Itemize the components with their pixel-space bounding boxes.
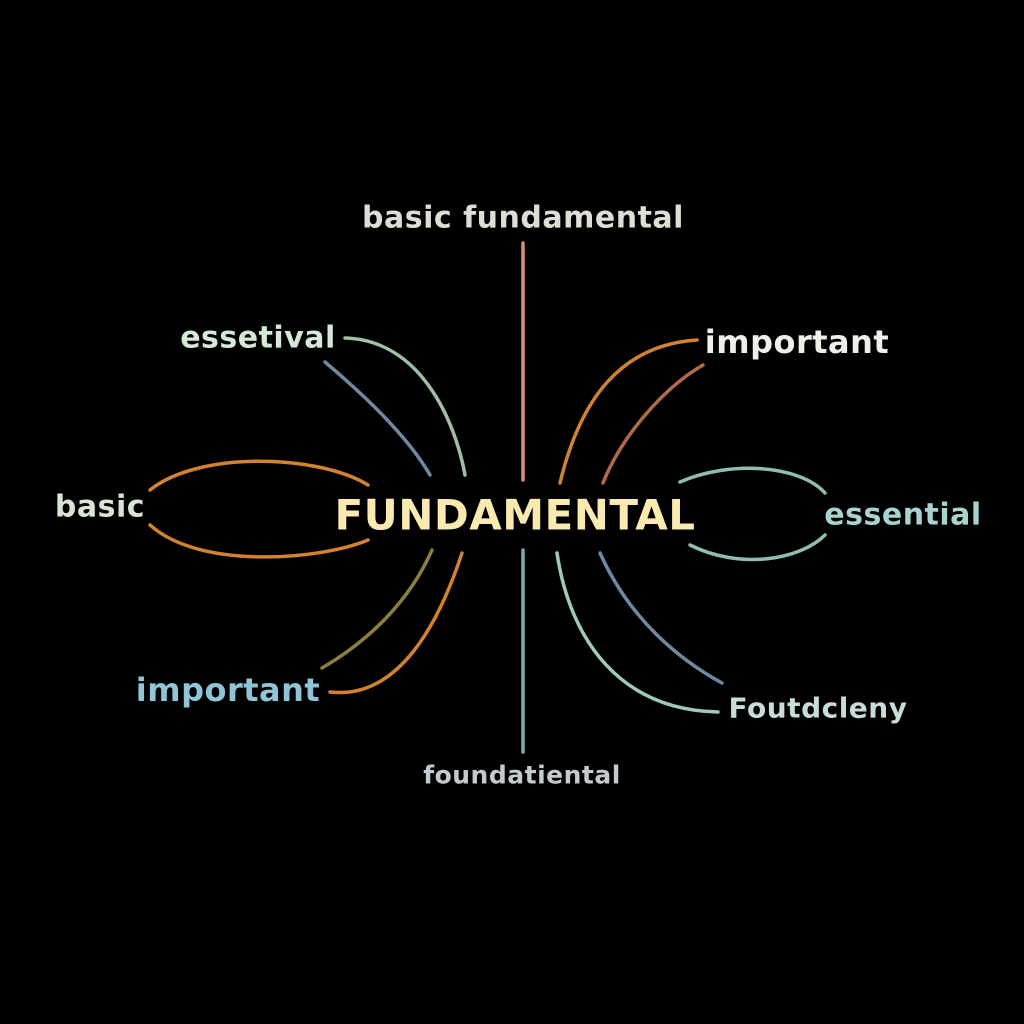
edge-important-bottom-1: [320, 548, 434, 670]
edge-essential-upper: [678, 466, 827, 495]
node-foutdcleny: Foutdcleny: [728, 691, 908, 725]
edge-foutdcleny-2: [598, 551, 724, 685]
node-basic: basic: [54, 489, 146, 525]
edge-important-bottom-2: [328, 551, 464, 695]
node-important-top: important: [704, 323, 890, 361]
node-basic-fundamental: basic fundamental: [362, 200, 684, 236]
node-essetival: essetival: [180, 320, 336, 356]
edge-basic-upper: [148, 459, 370, 492]
edge-essential-lower: [688, 533, 827, 562]
edge-foutdcleny-1: [555, 551, 720, 714]
edge-important-top-2: [601, 363, 705, 485]
node-important-bottom: important: [135, 671, 321, 709]
edge-essetival-2: [323, 360, 432, 477]
node-foundatiental: foundatiental: [423, 760, 621, 790]
node-essential: essential: [824, 497, 982, 533]
edge-important-top-1: [558, 338, 699, 485]
edge-basic-lower: [148, 523, 370, 559]
edge-essetival-1: [343, 336, 467, 477]
center-node-label: FUNDAMENTAL: [334, 490, 696, 540]
